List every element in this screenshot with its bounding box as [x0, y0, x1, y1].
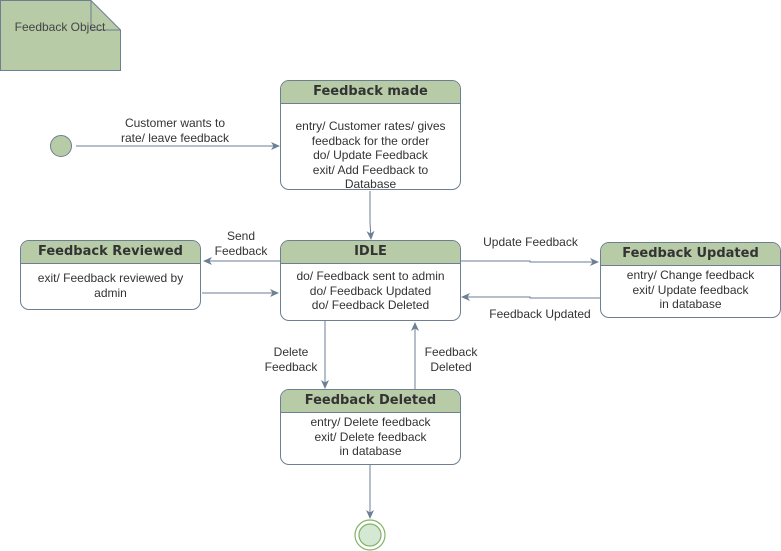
state-idle: IDLE do/ Feedback sent to admin do/ Feed… — [280, 240, 461, 321]
label-idle-to-updated: Update Feedback — [483, 235, 578, 249]
state-feedback-reviewed: Feedback Reviewed exit/ Feedback reviewe… — [20, 240, 201, 310]
state-body: exit/ Feedback reviewed by admin — [37, 271, 184, 300]
state-body: do/ Feedback sent to admin do/ Feedback … — [296, 269, 445, 312]
state-feedback-deleted: Feedback Deleted entry/ Delete feedback … — [280, 389, 461, 465]
final-state-inner — [358, 523, 382, 547]
label-idle-to-reviewed: Send Feedback — [214, 229, 268, 258]
label-start-to-made: Customer wants to rate/ leave feedback — [120, 116, 230, 145]
note-text: Feedback Object — [14, 20, 106, 34]
edge-idle-to-updated — [461, 258, 599, 266]
state-feedback-updated: Feedback Updated entry/ Change feedback … — [600, 242, 781, 318]
state-title: Feedback Reviewed — [21, 241, 200, 264]
label-deleted-to-idle: Feedback Deleted — [424, 345, 478, 374]
state-title: IDLE — [281, 241, 460, 264]
state-title: Feedback Updated — [601, 243, 780, 266]
state-title: Feedback Deleted — [281, 390, 460, 413]
state-title: Feedback made — [281, 81, 460, 104]
feedback-object-note: Feedback Object — [0, 0, 121, 71]
edge-made-to-idle — [366, 191, 375, 240]
note-shape — [0, 0, 121, 71]
state-feedback-made: Feedback made entry/ Customer rates/ giv… — [280, 80, 461, 190]
initial-state — [50, 135, 72, 157]
state-body: entry/ Change feedback exit/ Update feed… — [626, 268, 755, 311]
edge-updated-to-idle — [461, 293, 600, 301]
label-idle-to-deleted: Delete Feedback — [264, 345, 318, 374]
label-updated-to-idle: Feedback Updated — [489, 307, 591, 321]
state-body: entry/ Customer rates/ gives feedback fo… — [295, 119, 446, 190]
state-body: entry/ Delete feedback exit/ Delete feed… — [310, 415, 431, 458]
